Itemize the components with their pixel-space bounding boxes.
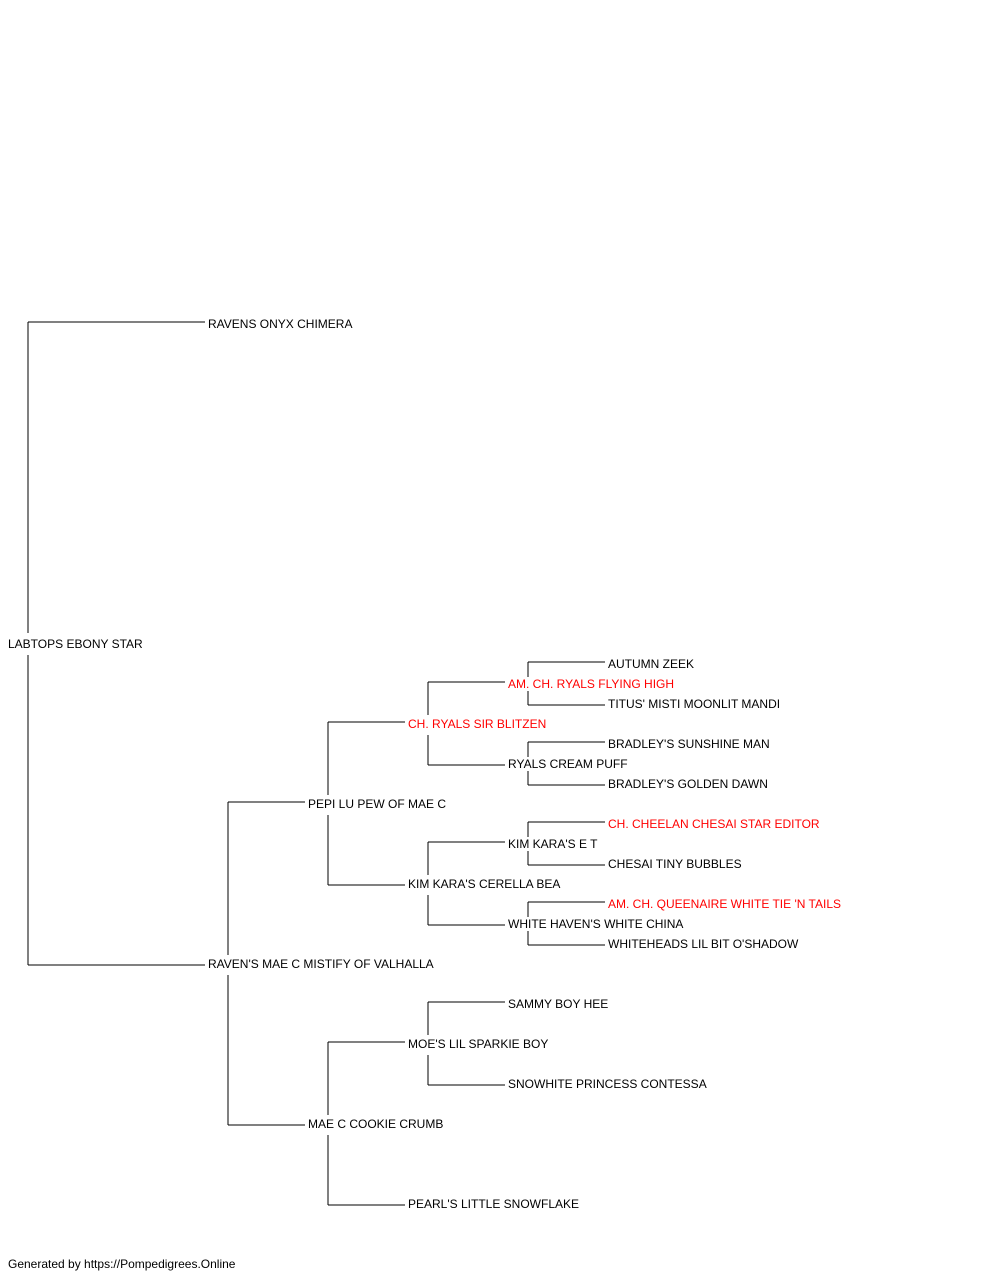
footer-credit: Generated by https://Pompedigrees.Online [8, 1257, 236, 1271]
dsdd-sire-name[interactable]: AM. CH. QUEENAIRE WHITE TIE 'N TAILS [608, 897, 841, 911]
dss-sire-name[interactable]: AM. CH. RYALS FLYING HIGH [508, 677, 674, 691]
dam-dam-dam-name[interactable]: PEARL'S LITTLE SNOWFLAKE [408, 1197, 579, 1211]
dam-sire-sire-name[interactable]: CH. RYALS SIR BLITZEN [408, 717, 546, 731]
dam-sire-name[interactable]: PEPI LU PEW OF MAE C [308, 797, 446, 811]
dsss-sire-name[interactable]: AUTUMN ZEEK [608, 657, 694, 671]
dam-sire-dam-name[interactable]: KIM KARA'S CERELLA BEA [408, 877, 560, 891]
dssd-dam-name[interactable]: BRADLEY'S GOLDEN DAWN [608, 777, 768, 791]
dam-dam-name[interactable]: MAE C COOKIE CRUMB [308, 1117, 443, 1131]
dsdd-dam-name[interactable]: WHITEHEADS LIL BIT O'SHADOW [608, 937, 799, 951]
dam-dam-sire-name[interactable]: MOE'S LIL SPARKIE BOY [408, 1037, 548, 1051]
dds-sire-name[interactable]: SAMMY BOY HEE [508, 997, 608, 1011]
connector-lines [27, 321, 605, 1206]
dam-name[interactable]: RAVEN'S MAE C MISTIFY OF VALHALLA [208, 957, 434, 971]
dss-dam-name[interactable]: RYALS CREAM PUFF [508, 757, 628, 771]
dsds-sire-name[interactable]: CH. CHEELAN CHESAI STAR EDITOR [608, 817, 820, 831]
dsss-dam-name[interactable]: TITUS' MISTI MOONLIT MANDI [608, 697, 780, 711]
dds-dam-name[interactable]: SNOWHITE PRINCESS CONTESSA [508, 1077, 707, 1091]
dsd-sire-name[interactable]: KIM KARA'S E T [508, 837, 598, 851]
dssd-sire-name[interactable]: BRADLEY'S SUNSHINE MAN [608, 737, 770, 751]
dsds-dam-name[interactable]: CHESAI TINY BUBBLES [608, 857, 742, 871]
dsd-dam-name[interactable]: WHITE HAVEN'S WHITE CHINA [508, 917, 683, 931]
sire-name[interactable]: RAVENS ONYX CHIMERA [208, 317, 352, 331]
subject-name[interactable]: LABTOPS EBONY STAR [8, 637, 143, 651]
pedigree-names: LABTOPS EBONY STAR RAVENS ONYX CHIMERA R… [8, 317, 841, 1211]
